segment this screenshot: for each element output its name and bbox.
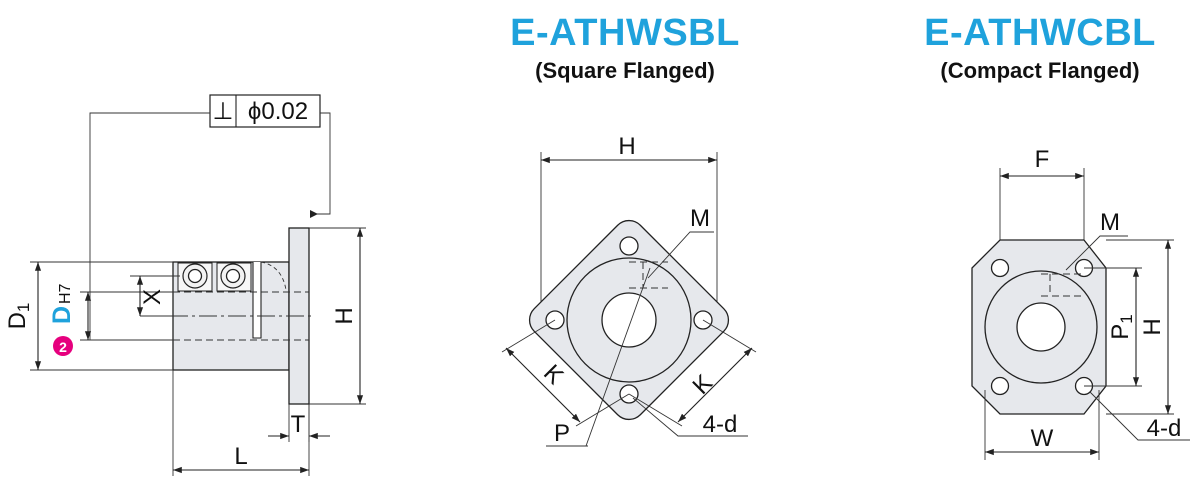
square-m-label: M xyxy=(690,205,710,232)
square-flanged-view: H M P 4-d K K xyxy=(501,133,757,447)
compact-m-label: M xyxy=(1100,209,1120,236)
compact-flanged-title: E-ATHWCBL xyxy=(924,12,1156,54)
mount-hole-icon xyxy=(990,376,1010,396)
side-view: ⊥ ϕ0.02 xyxy=(4,94,366,476)
badge-number: 2 xyxy=(59,339,67,355)
tolerance-frame xyxy=(209,94,321,128)
bore-hole xyxy=(601,292,657,348)
l-label: L xyxy=(234,443,247,470)
square-flanged-subtitle: (Square Flanged) xyxy=(535,58,715,83)
h-label: H xyxy=(331,307,358,324)
compact-h-label: H xyxy=(1139,318,1166,335)
mount-hole-icon xyxy=(619,236,639,256)
square-p-label: P xyxy=(554,420,570,447)
tolerance-value: ϕ0.02 xyxy=(248,98,308,125)
mount-hole-icon xyxy=(990,258,1010,278)
square-holes-label: 4-d xyxy=(703,411,738,438)
compact-f-label: F xyxy=(1035,146,1050,173)
clamp-screw-icon xyxy=(177,262,213,292)
compact-w-label: W xyxy=(1031,425,1054,452)
perpendicularity-symbol: ⊥ xyxy=(213,98,234,125)
d1-label: D1 xyxy=(4,303,33,330)
compact-flanged-view: F M W P1 H 4-d xyxy=(971,146,1190,460)
badge-2-icon xyxy=(53,336,73,356)
x-label: X xyxy=(139,289,166,305)
d-fit-label: H7 xyxy=(57,283,74,304)
compact-holes-label: 4-d xyxy=(1147,415,1182,442)
d-label: D xyxy=(48,306,76,324)
compact-p1-label: P1 xyxy=(1107,314,1136,339)
datum-arrow xyxy=(310,210,318,218)
bore-hole xyxy=(1016,302,1066,352)
square-h-label: H xyxy=(618,133,635,160)
square-flanged-title: E-ATHWSBL xyxy=(510,12,740,54)
compact-flanged-subtitle: (Compact Flanged) xyxy=(940,58,1140,83)
square-k-right-label: K xyxy=(687,369,717,399)
t-label: T xyxy=(291,411,306,438)
clamp-screw-icon xyxy=(216,262,252,292)
